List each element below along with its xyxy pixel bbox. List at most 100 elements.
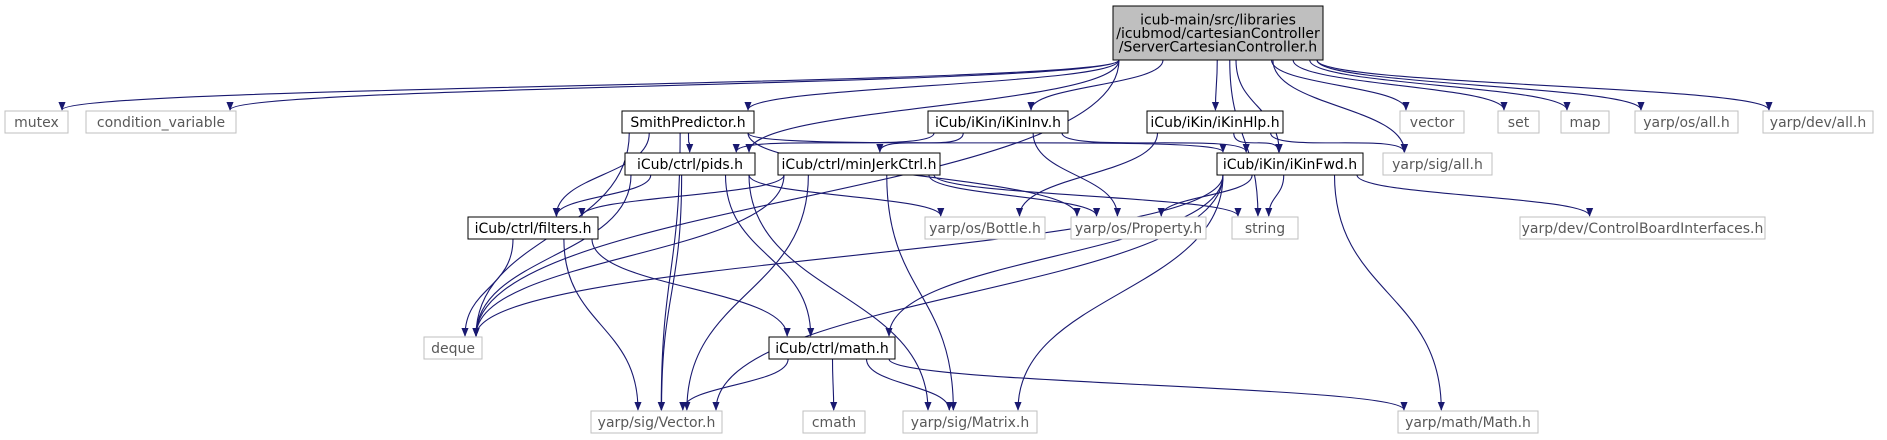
node-label: iCub/iKin/iKinInv.h xyxy=(935,115,1061,131)
edge-pids-to-sig-matrix xyxy=(748,174,932,411)
node-box xyxy=(802,410,866,434)
node-label: vector xyxy=(1410,115,1455,131)
node-mutex: mutex xyxy=(4,110,69,134)
node-condition-variable: condition_variable xyxy=(85,110,237,134)
node-box xyxy=(927,110,1069,134)
node-sig-matrix: yarp/sig/Matrix.h xyxy=(902,410,1038,434)
edge-ikininv-to-pids xyxy=(732,132,935,153)
node-label: string xyxy=(1245,221,1285,237)
node-sig-vector: yarp/sig/Vector.h xyxy=(590,410,723,434)
edge-root-to-mutex xyxy=(58,59,1120,111)
edge-ikinfwd-to-deque xyxy=(472,174,1224,337)
edge-root-to-set xyxy=(1292,59,1508,111)
node-box xyxy=(1146,110,1284,134)
edge-filters-to-math xyxy=(591,238,791,337)
node-label: iCub/iKin/iKinFwd.h xyxy=(1223,157,1357,173)
edge-ikinfwd-to-property xyxy=(1157,174,1253,217)
node-smithpredictor[interactable]: SmithPredictor.h xyxy=(621,110,755,134)
node-label: map xyxy=(1569,115,1600,131)
edge-smithpredictor-to-ikinfwd xyxy=(747,132,1227,153)
node-box xyxy=(624,152,756,176)
edge-minjerk-to-string xyxy=(933,174,1242,217)
node-yarp-dev-all: yarp/dev/all.h xyxy=(1762,110,1874,134)
node-set: set xyxy=(1497,110,1540,134)
node-label: yarp/os/Property.h xyxy=(1075,221,1202,237)
node-label: icub-main/src/libraries xyxy=(1140,13,1296,29)
edge-filters-to-sig-vector xyxy=(563,238,642,411)
edge-root-to-string xyxy=(1229,59,1262,217)
node-box xyxy=(1231,216,1299,240)
node-box xyxy=(1382,152,1493,176)
edge-root-to-ikinfwd xyxy=(1235,59,1283,153)
node-deque: deque xyxy=(423,336,483,360)
node-map: map xyxy=(1560,110,1610,134)
node-box xyxy=(621,110,755,134)
node-box xyxy=(467,216,599,240)
node-ikinhlp[interactable]: iCub/iKin/iKinHlp.h xyxy=(1146,110,1284,134)
node-math[interactable]: iCub/ctrl/math.h xyxy=(768,336,896,360)
edge-smithpredictor-to-sig-vector xyxy=(657,132,681,411)
node-label: yarp/sig/all.h xyxy=(1392,157,1483,173)
node-string: string xyxy=(1231,216,1299,240)
edge-ikinfwd-to-cbi xyxy=(1356,174,1594,217)
edge-minjerk-to-filters xyxy=(578,174,785,217)
node-root: icub-main/src/libraries/icubmod/cartesia… xyxy=(1112,5,1324,61)
edge-ikinfwd-to-sig-matrix xyxy=(1014,174,1224,411)
dependency-nodes: icub-main/src/libraries/icubmod/cartesia… xyxy=(4,5,1874,434)
node-box xyxy=(1497,110,1540,134)
edge-root-to-ikinhlp xyxy=(1211,59,1220,111)
edge-minjerk-to-deque xyxy=(472,174,785,337)
node-minjerk[interactable]: iCub/ctrl/minJerkCtrl.h xyxy=(777,152,941,176)
node-ikininv[interactable]: iCub/iKin/iKinInv.h xyxy=(927,110,1069,134)
node-label: iCub/ctrl/filters.h xyxy=(475,221,592,237)
node-cmath: cmath xyxy=(802,410,866,434)
node-box xyxy=(1634,110,1739,134)
node-filters[interactable]: iCub/ctrl/filters.h xyxy=(467,216,599,240)
edge-minjerk-to-sig-matrix xyxy=(886,174,957,411)
node-label: yarp/dev/ControlBoardInterfaces.h xyxy=(1522,221,1764,237)
node-cbi: yarp/dev/ControlBoardInterfaces.h xyxy=(1519,216,1766,240)
node-label: yarp/math/Math.h xyxy=(1405,415,1531,431)
edge-pids-to-sig-vector xyxy=(657,174,683,411)
edge-root-to-yarp-os-all xyxy=(1316,59,1645,111)
edge-root-to-yarp-dev-all xyxy=(1316,59,1773,111)
node-box xyxy=(423,336,483,360)
node-box xyxy=(1216,152,1364,176)
node-box xyxy=(1519,216,1766,240)
node-label: yarp/os/all.h xyxy=(1643,115,1729,131)
node-box xyxy=(777,152,941,176)
edge-minjerk-to-sig-vector xyxy=(683,174,809,411)
edge-pids-to-math xyxy=(724,174,815,337)
node-box xyxy=(1397,410,1539,434)
edge-filters-to-deque xyxy=(461,238,514,337)
node-label: yarp/dev/all.h xyxy=(1770,115,1866,131)
node-ikinfwd[interactable]: iCub/iKin/iKinFwd.h xyxy=(1216,152,1364,176)
node-label: yarp/sig/Vector.h xyxy=(598,415,716,431)
node-label: iCub/ctrl/minJerkCtrl.h xyxy=(782,157,937,173)
edge-ikinfwd-to-math-math xyxy=(1333,174,1445,411)
edge-math-to-sig-matrix xyxy=(865,358,953,411)
node-pids[interactable]: iCub/ctrl/pids.h xyxy=(624,152,756,176)
edge-root-to-condition-variable xyxy=(226,59,1120,111)
edge-pids-to-filters xyxy=(552,174,652,217)
edge-math-to-cmath xyxy=(830,358,838,411)
node-label: condition_variable xyxy=(97,115,225,131)
node-vector: vector xyxy=(1399,110,1465,134)
node-property: yarp/os/Property.h xyxy=(1070,216,1207,240)
edge-smithpredictor-to-pids xyxy=(686,132,694,153)
node-label: yarp/os/Bottle.h xyxy=(929,221,1041,237)
edge-pids-to-deque xyxy=(472,174,632,337)
edge-ikininv-to-property xyxy=(1032,132,1122,217)
node-label: SmithPredictor.h xyxy=(630,115,745,131)
node-box xyxy=(1399,110,1465,134)
node-label: /icubmod/cartesianController xyxy=(1116,26,1320,42)
node-math-math: yarp/math/Math.h xyxy=(1397,410,1539,434)
edge-ikinhlp-to-bottle xyxy=(1015,132,1159,217)
node-box xyxy=(4,110,69,134)
node-label: iCub/iKin/iKinHlp.h xyxy=(1150,115,1279,131)
node-box xyxy=(768,336,896,360)
edge-root-to-ikininv xyxy=(1027,59,1164,111)
edge-ikinfwd-to-string xyxy=(1265,174,1285,217)
node-label: iCub/ctrl/pids.h xyxy=(637,157,743,173)
